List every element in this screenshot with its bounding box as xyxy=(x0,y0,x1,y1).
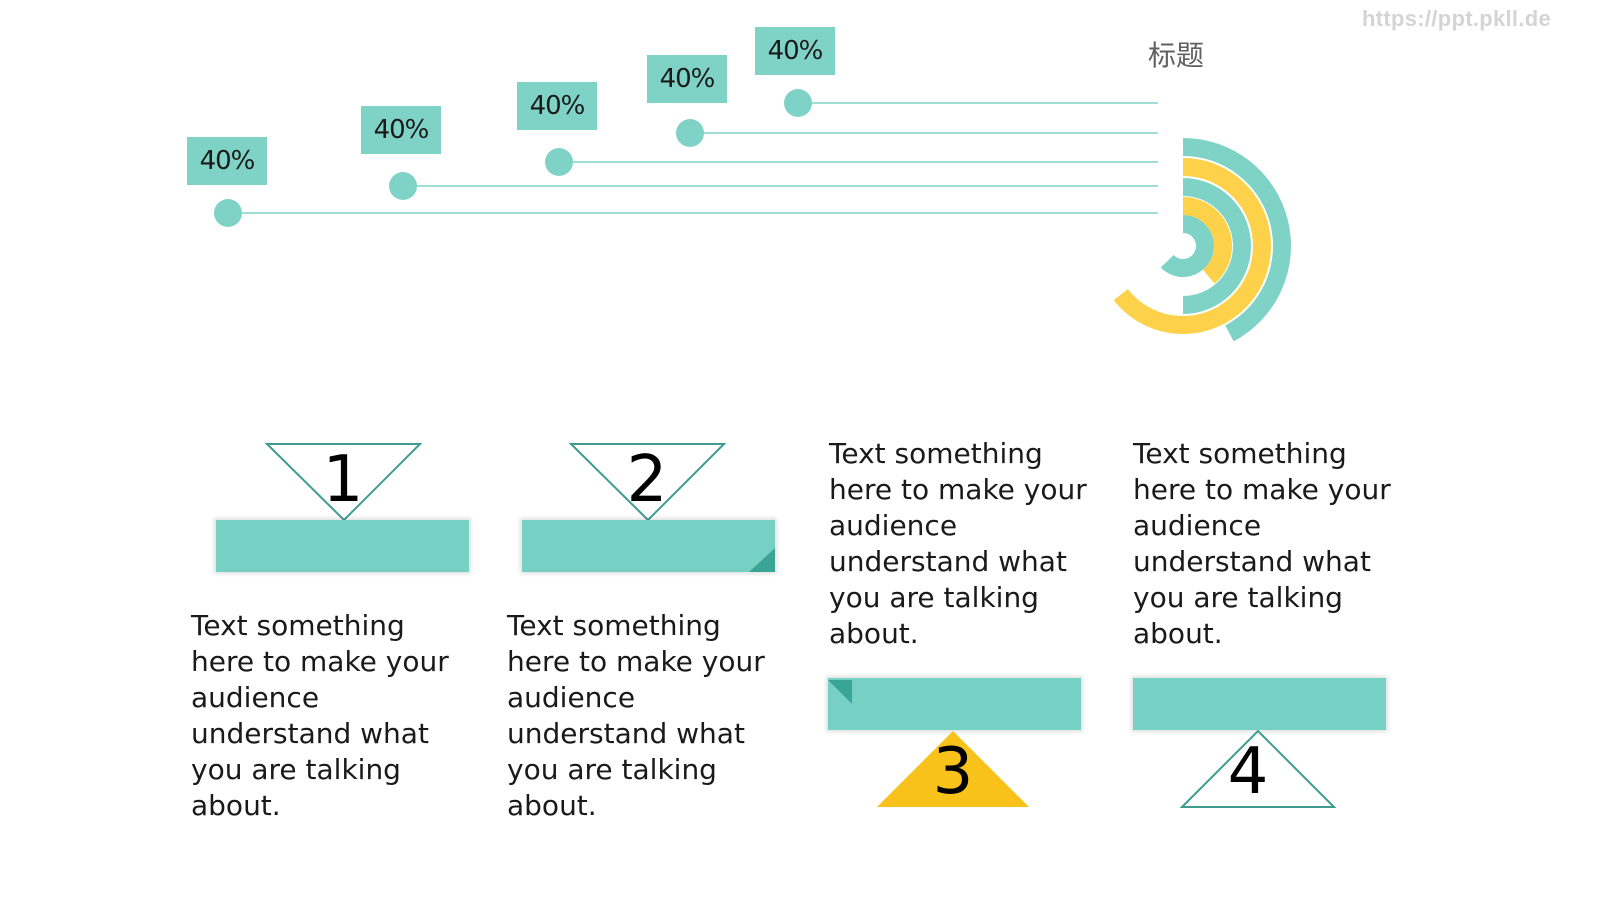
percent-label-1: 40% xyxy=(187,137,267,185)
chart-title: 标题 xyxy=(1148,39,1205,72)
step-3-bar xyxy=(828,678,1081,730)
percent-label-3: 40% xyxy=(517,82,597,130)
step-4-text: Text something here to make your audienc… xyxy=(1133,437,1391,650)
step-1-number: 1 xyxy=(322,443,364,517)
data-dot-2 xyxy=(389,172,417,200)
step-1-text: Text something here to make your audienc… xyxy=(191,609,449,822)
percent-label-4: 40% xyxy=(647,55,727,103)
percent-label-2: 40% xyxy=(361,106,441,154)
data-dot-3 xyxy=(545,148,573,176)
step-2-bar xyxy=(522,520,775,572)
step-3-text: Text something here to make your audienc… xyxy=(829,437,1087,650)
ring-arc-4 xyxy=(1182,197,1232,284)
step-1-bar xyxy=(216,520,469,572)
percent-label-5: 40% xyxy=(755,27,835,75)
radial-chart xyxy=(214,89,1291,342)
ring-arc-5 xyxy=(1160,215,1214,277)
data-dot-5 xyxy=(784,89,812,117)
ring-arc-1 xyxy=(1182,138,1291,342)
step-4-number: 4 xyxy=(1227,735,1269,809)
step-2-number: 2 xyxy=(626,443,668,517)
watermark: https://ppt.pkll.de xyxy=(1362,6,1552,31)
step-4-bar xyxy=(1133,678,1386,730)
step-2-text: Text something here to make your audienc… xyxy=(507,609,765,822)
data-dot-1 xyxy=(214,199,242,227)
data-dot-4 xyxy=(676,119,704,147)
step-3-number: 3 xyxy=(932,735,974,809)
ring-arc-3 xyxy=(1182,178,1251,314)
ring-arc-2 xyxy=(1113,158,1271,334)
